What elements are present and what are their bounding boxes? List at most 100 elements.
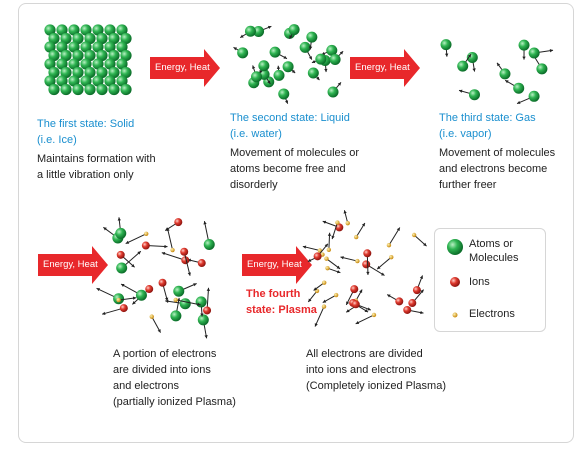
atom-particle: [244, 25, 256, 37]
arrow-head: [364, 308, 369, 313]
arrow-head: [467, 54, 471, 58]
arrow-head: [302, 245, 307, 249]
gas-desc-1: Movement of molecules: [439, 147, 556, 159]
atom-particle: [179, 298, 191, 310]
arrow-head: [472, 68, 476, 72]
atom-particle: [115, 227, 127, 239]
motion-arrow: [125, 233, 147, 245]
gas-desc-2: and electrons become: [439, 163, 548, 175]
solid-atom: [56, 41, 68, 53]
ion-particle: [335, 223, 344, 232]
ion-particle: [395, 297, 404, 306]
solid-atom: [72, 83, 84, 96]
arrow-head: [267, 25, 272, 30]
solid-atom: [60, 66, 72, 79]
arrow-head: [459, 89, 463, 93]
ion-particle: [181, 256, 190, 265]
arrow-head: [200, 313, 204, 317]
liquid-particles: [233, 24, 344, 104]
arrow-head: [337, 82, 342, 86]
atom-particle: [203, 238, 215, 250]
solid-atom: [68, 24, 80, 36]
gas-example: (i.e. vapor): [439, 128, 492, 140]
solid-atom: [80, 75, 92, 87]
electron-particle: [355, 258, 360, 264]
motion-arrow: [314, 306, 325, 327]
arrow-head: [164, 244, 168, 249]
solid-atom: [68, 58, 80, 70]
atom-particle: [457, 60, 469, 72]
solid-atom: [44, 41, 56, 53]
partial-desc-3: and electrons: [113, 380, 180, 392]
solid-atom: [108, 66, 120, 79]
solid-atom: [120, 32, 132, 45]
arrow-head: [102, 311, 106, 315]
arrow-head: [359, 289, 363, 294]
gas-title: The third state: Gas: [439, 112, 536, 124]
motion-arrow: [183, 251, 191, 276]
solid-atom: [92, 24, 104, 36]
solid-atom: [84, 49, 96, 62]
solid-example: (i.e. Ice): [37, 134, 77, 146]
liquid-desc-1: Movement of molecules or: [230, 147, 359, 159]
atom-particle: [170, 310, 182, 322]
arrow-head: [307, 258, 312, 262]
partial-desc-4: (partially ionized Plasma): [113, 396, 236, 408]
solid-atom: [120, 83, 132, 96]
complete-desc-3: (Completely ionized Plasma): [306, 380, 446, 392]
electron-particle: [144, 231, 149, 236]
partial-plasma-particles: [96, 217, 215, 339]
solid-atom: [68, 41, 80, 53]
plasma-label-1: The fourth: [246, 288, 301, 300]
electron-particle: [326, 247, 332, 253]
solid-atom: [96, 32, 108, 45]
arrow-head: [165, 299, 169, 303]
arrow-head: [316, 76, 320, 81]
solid-atom: [116, 58, 128, 70]
atom-particle: [282, 61, 294, 73]
solid-title: The first state: Solid: [37, 118, 135, 130]
legend-ions: Ions: [469, 276, 490, 288]
solid-atom: [84, 66, 96, 79]
legend-atoms-2: Molecules: [469, 252, 519, 264]
plasma-label-2: state: Plasma: [246, 304, 317, 316]
diagram-frame: [18, 3, 574, 443]
arrow-head: [505, 80, 509, 84]
arrow-head: [327, 232, 332, 236]
solid-desc-2: a little vibration only: [37, 169, 134, 181]
arrow-head: [125, 240, 130, 244]
arrow-head: [445, 53, 449, 57]
arrow-head: [121, 284, 125, 287]
electron-particle: [170, 247, 175, 253]
complete-desc-2: into ions and electrons: [306, 364, 417, 376]
atom-particle: [440, 39, 452, 51]
atom-particle: [528, 47, 540, 59]
solid-atom: [120, 49, 132, 62]
atom-particle: [258, 60, 270, 72]
motion-arrow: [388, 227, 401, 246]
ion-particle: [174, 218, 183, 227]
arrow-head: [132, 296, 137, 300]
electron-particle: [371, 312, 377, 318]
arrow-head: [161, 251, 166, 256]
atom-particle: [468, 89, 480, 101]
solid-atom: [48, 32, 60, 45]
complete-desc-1: All electrons are divided: [306, 348, 423, 360]
arrow-head: [203, 221, 207, 225]
atom-particle: [518, 39, 530, 51]
solid-atom: [108, 49, 120, 62]
atom-particle: [528, 90, 540, 102]
arrow-head: [346, 309, 350, 313]
arrow-head: [367, 307, 371, 311]
atom-particle: [251, 71, 263, 83]
motion-arrow: [161, 252, 186, 261]
arrow-head: [137, 251, 141, 255]
electron-particle: [353, 234, 359, 240]
arrow-head: [343, 210, 347, 214]
arrow-head: [187, 272, 191, 276]
solid-atom: [104, 41, 116, 53]
arrow-head: [346, 301, 350, 305]
arrow-head: [322, 299, 327, 303]
solid-atom: [116, 24, 128, 36]
solid-atom: [120, 66, 132, 79]
